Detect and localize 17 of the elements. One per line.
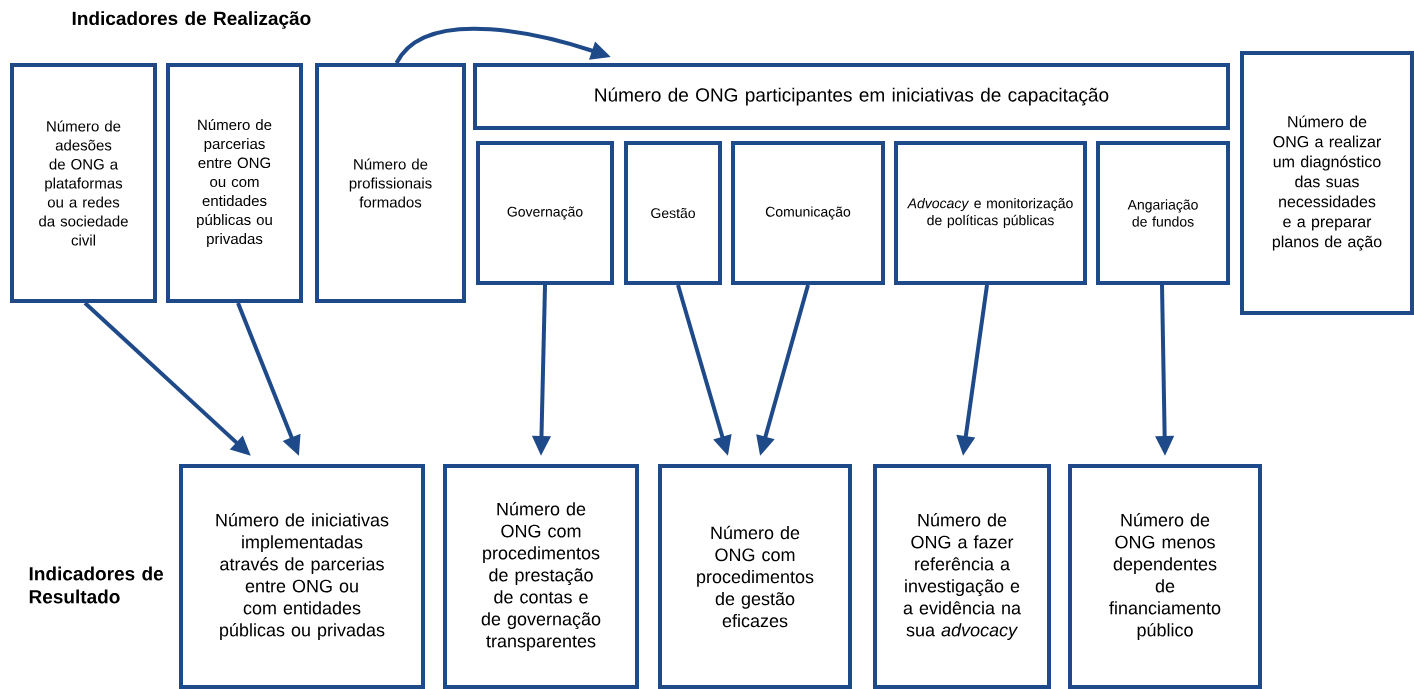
indicator-box: Advocacy e monitorização de políticas públicas [894, 141, 1087, 285]
indicator-box: Número de ONG a fazer referência a investigação e a evidência na sua advocacy [873, 464, 1051, 689]
section-heading: Indicadores de Realização [72, 11, 311, 29]
indicator-box: Número de ONG com procedimentos de prestação de contas e de governação transparentes [443, 464, 639, 689]
indicator-box: Gestão [624, 141, 722, 285]
indicator-box: Angariação de fundos [1096, 141, 1230, 285]
section-heading: Indicadores de Resultado [29, 566, 164, 604]
indicator-box: Número de adesões de ONG a plataformas ou a redes da sociedade civil [10, 63, 157, 303]
indicator-box: Número de ONG menos dependentes de financiamento público [1068, 464, 1262, 689]
indicator-box: Número de ONG a realizar um diagnóstico das suas necessidades e a preparar planos de ação [1240, 51, 1414, 315]
indicator-box: Número de ONG participantes em iniciativas de capacitação [473, 63, 1230, 130]
indicator-box: Número de profissionais formados [315, 63, 466, 303]
indicator-box: Número de parcerias entre ONG ou com entidades públicas ou privadas [166, 63, 303, 303]
indicator-box: Número de ONG com procedimentos de gestão eficazes [658, 464, 852, 689]
indicator-box: Comunicação [731, 141, 885, 285]
indicator-box: Governação [476, 141, 614, 285]
indicator-box: Número de iniciativas implementadas através de parcerias entre ONG ou com entidades públicas ou privadas [179, 464, 425, 689]
